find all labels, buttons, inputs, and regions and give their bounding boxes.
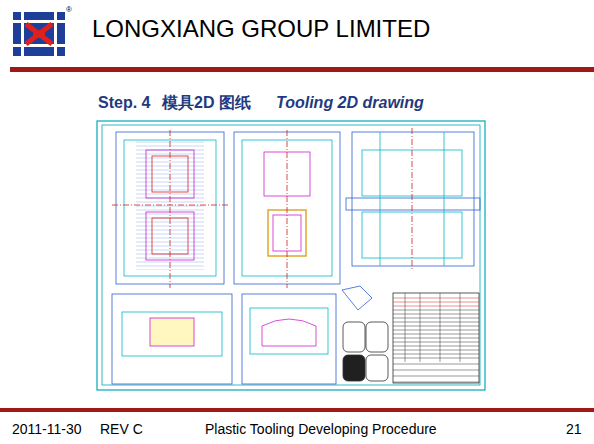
table-rule bbox=[393, 306, 479, 307]
cad-drawing bbox=[97, 121, 485, 390]
footer-revision: REV C bbox=[100, 422, 143, 437]
step-number: Step. 4 bbox=[98, 94, 150, 112]
footer-title: Plastic Tooling Developing Procedure bbox=[205, 422, 437, 437]
registered-mark: ® bbox=[66, 6, 72, 15]
table-rule bbox=[460, 293, 461, 362]
header-rule bbox=[10, 67, 594, 72]
table-rule bbox=[393, 302, 479, 303]
step-title-en: Tooling 2D drawing bbox=[276, 94, 424, 112]
table-rule bbox=[405, 293, 406, 362]
table-rule bbox=[393, 370, 479, 371]
company-logo bbox=[13, 12, 65, 56]
table-rule bbox=[393, 318, 479, 319]
table-rule bbox=[393, 314, 479, 315]
table-rule bbox=[440, 293, 441, 362]
table-rule bbox=[420, 293, 421, 362]
table-rule bbox=[393, 310, 479, 311]
table-rule bbox=[393, 322, 479, 323]
table-rule bbox=[393, 364, 479, 365]
table-rule bbox=[393, 326, 479, 327]
footer-date: 2011-11-30 bbox=[12, 422, 82, 437]
company-name: LONGXIANG GROUP LIMITED bbox=[92, 16, 430, 42]
table-rule bbox=[393, 354, 479, 355]
table-rule bbox=[393, 330, 479, 331]
table-rule bbox=[393, 298, 479, 299]
table-rule bbox=[393, 334, 479, 335]
table-rule bbox=[393, 338, 479, 339]
step-title-cn: 模具2D 图纸 bbox=[162, 94, 251, 112]
table-rule bbox=[393, 346, 479, 347]
table-rule bbox=[393, 358, 479, 359]
table-rule bbox=[393, 382, 479, 383]
page-number: 21 bbox=[566, 422, 582, 437]
table-rule bbox=[393, 376, 479, 377]
table-rule bbox=[393, 342, 479, 343]
table-rule bbox=[393, 350, 479, 351]
footer-rule bbox=[0, 408, 594, 412]
